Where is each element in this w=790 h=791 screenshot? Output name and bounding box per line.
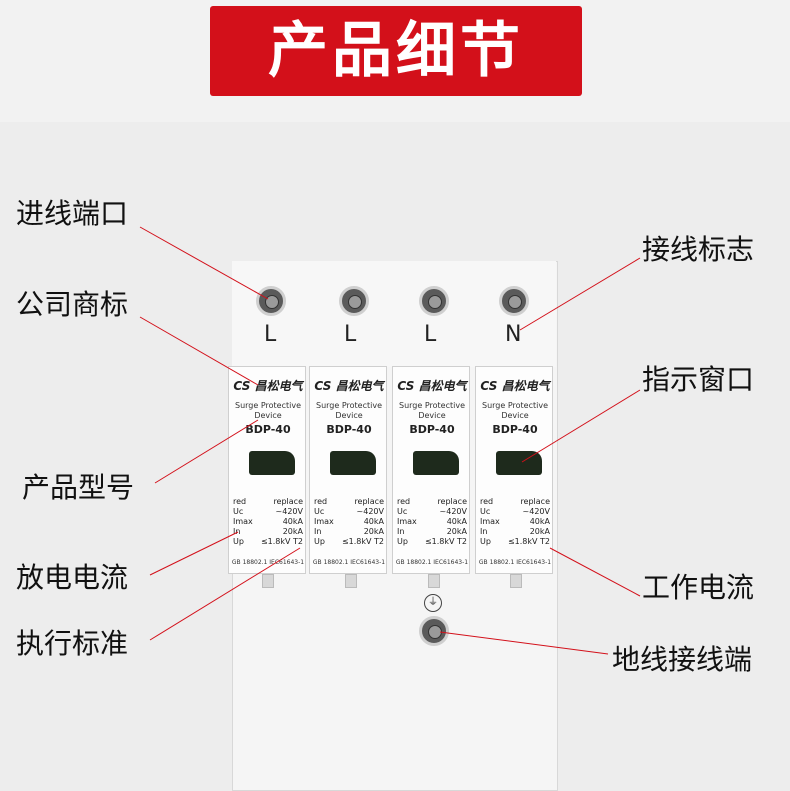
module-model: BDP-40 [409,423,455,436]
module-standard: GB 18802.1 IEC61643-1 [312,559,386,566]
brand-logo: CS 昌松电气 [314,379,384,393]
terminal-screw-icon [256,286,286,316]
label-incoming-port: 进线端口 [16,197,129,230]
din-clip [428,574,440,588]
indicator-window [249,451,295,475]
indicator-window [413,451,459,475]
banner-title: 产品细节 [210,6,582,96]
label-indicator-window: 指示窗口 [642,363,755,396]
label-wiring-mark: 接线标志 [642,233,755,266]
terminal-screw-icon [339,286,369,316]
module-model: BDP-40 [326,423,372,436]
phase-label: N [505,322,522,347]
brand-logo: CS 昌松电气 [233,379,303,393]
module-standard: GB 18802.1 IEC61643-1 [231,559,305,566]
label-ground-terminal: 地线接线端 [612,643,753,676]
banner: 产品细节 [0,0,790,122]
terminal-screw-icon [419,286,449,316]
label-company-logo: 公司商标 [16,288,129,321]
phase-label: L [424,322,437,347]
brand-logo: CS 昌松电气 [480,379,550,393]
din-clip [262,574,274,588]
terminal-screw-icon [499,286,529,316]
module-standard: GB 18802.1 IEC61643-1 [478,559,552,566]
label-discharge-current: 放电电流 [16,561,129,594]
din-clip [345,574,357,588]
ground-terminal-screw-icon [419,616,449,646]
label-product-model: 产品型号 [22,471,135,504]
module-standard: GB 18802.1 IEC61643-1 [395,559,469,566]
ground-icon: ⏚ [424,594,442,612]
brand-logo: CS 昌松电气 [397,379,467,393]
label-working-current: 工作电流 [642,571,755,604]
phase-label: L [344,322,357,347]
din-clip [510,574,522,588]
terminal-block [232,261,556,367]
indicator-window [330,451,376,475]
phase-label: L [264,322,277,347]
label-standard: 执行标准 [16,627,129,660]
module-model: BDP-40 [492,423,538,436]
module-model: BDP-40 [245,423,291,436]
